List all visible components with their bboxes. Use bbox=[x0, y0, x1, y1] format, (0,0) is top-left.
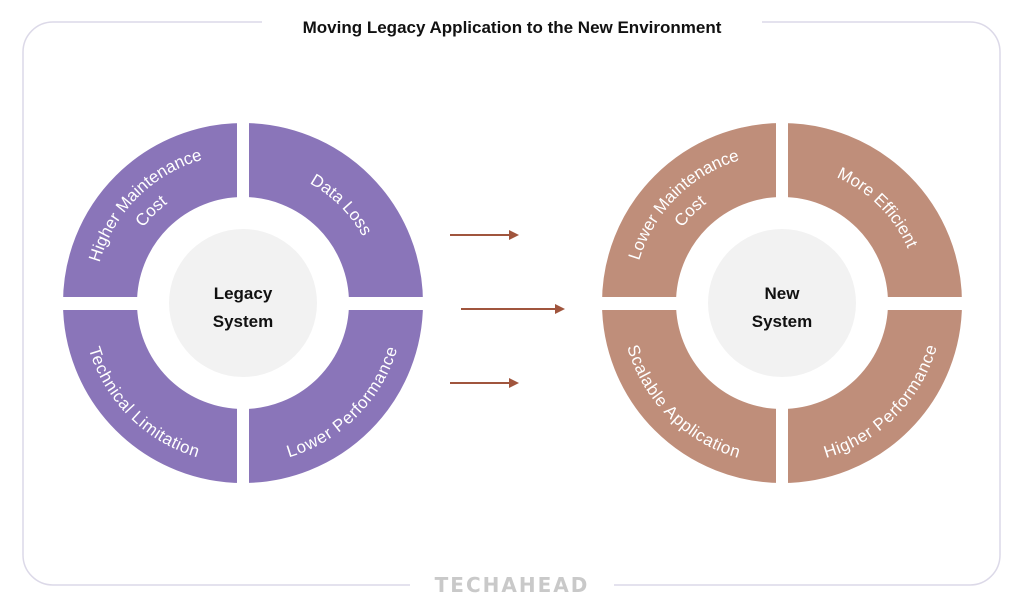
legacy-center-label: System bbox=[213, 312, 273, 331]
diagram-title: Moving Legacy Application to the New Env… bbox=[303, 18, 722, 37]
new-center-circle bbox=[708, 229, 856, 377]
new-center-label: New bbox=[765, 284, 801, 303]
new-center-label: System bbox=[752, 312, 812, 331]
brand-logo: TECHAHEAD bbox=[435, 573, 590, 597]
legacy-center-circle bbox=[169, 229, 317, 377]
transition-arrows bbox=[450, 230, 565, 388]
legacy-center-label: Legacy bbox=[214, 284, 273, 303]
